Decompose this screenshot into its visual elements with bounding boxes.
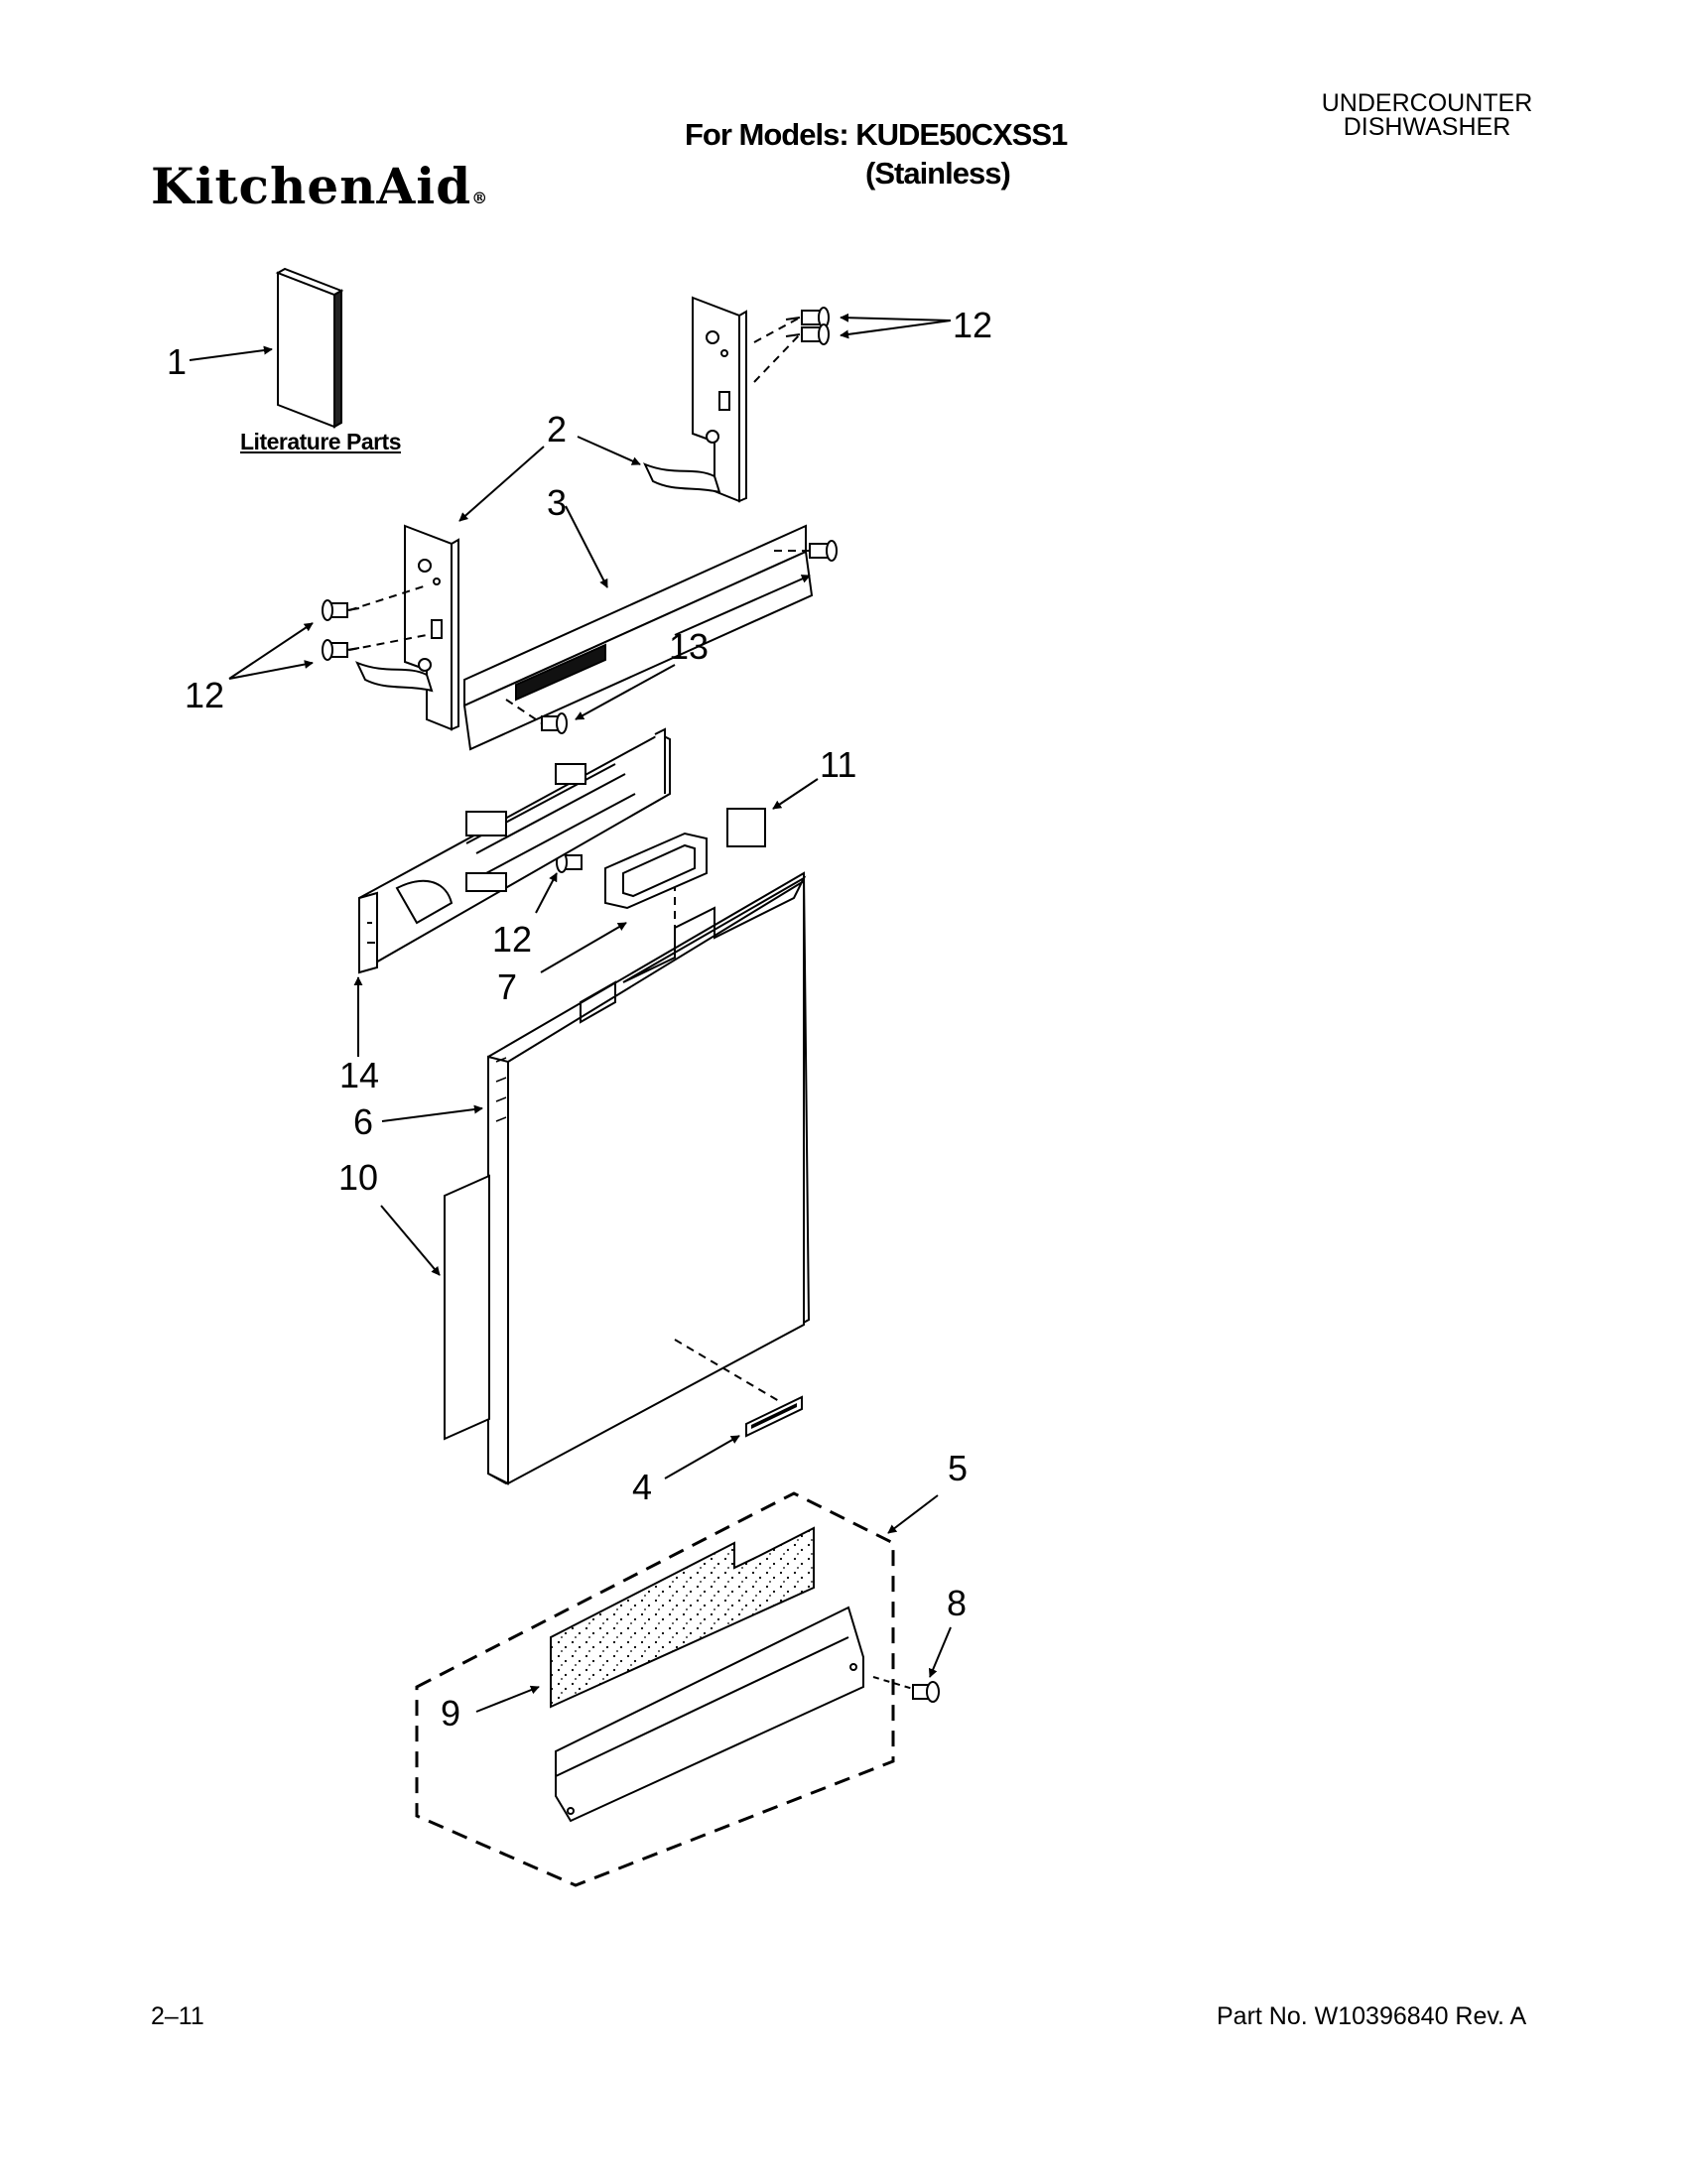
control-module: [357, 727, 671, 974]
control-panel-rail: [462, 524, 814, 751]
callout-1: 1: [167, 341, 188, 382]
toe-panel-screw: [912, 1681, 940, 1703]
screw-12-left-a: [322, 599, 360, 621]
screw-8-guide-line: [872, 1676, 914, 1690]
registered-mark: ®: [471, 189, 489, 207]
literature-booklet: [275, 267, 344, 429]
callout-8: 8: [947, 1583, 968, 1623]
callout-7: 7: [497, 966, 518, 1007]
screw-12-left-b: [322, 639, 360, 661]
screw-12-top-a: [785, 307, 830, 328]
mounting-bracket-right: [643, 296, 747, 503]
door-gasket: [444, 1174, 490, 1441]
brand-name: KitchenAid: [151, 157, 472, 215]
callout-6: 6: [353, 1101, 374, 1142]
product-type: UNDERCOUNTER DISHWASHER: [1308, 89, 1546, 141]
outer-door-panel: [487, 871, 811, 1485]
literature-parts-caption: Literature Parts: [240, 429, 402, 454]
door-handle: [604, 832, 708, 910]
callout-12-middle: 12: [492, 919, 533, 960]
screw-12-top-b: [785, 323, 830, 345]
toe-panel-assembly-outline: [415, 1491, 895, 1887]
seal-pad: [726, 808, 766, 847]
mounting-bracket-left: [355, 524, 459, 731]
callout-12-left: 12: [185, 675, 225, 715]
product-type-line2: DISHWASHER: [1343, 113, 1511, 141]
page-number: 2–11: [151, 2002, 204, 2030]
foam-insulation: [550, 1526, 815, 1709]
product-type-line1: UNDERCOUNTER: [1321, 89, 1533, 117]
callout-13: 13: [669, 626, 710, 667]
finish-label: (Stainless): [865, 156, 1011, 191]
callout-arrows: [189, 313, 952, 1713]
callout-4: 4: [632, 1467, 653, 1507]
callout-12-top: 12: [953, 305, 993, 345]
nameplate-badge: [745, 1395, 803, 1438]
callout-9: 9: [441, 1693, 461, 1734]
callout-11: 11: [820, 744, 857, 785]
callout-10: 10: [338, 1157, 379, 1198]
callout-3: 3: [547, 482, 568, 523]
toe-panel: [555, 1606, 864, 1823]
callout-5: 5: [948, 1448, 969, 1488]
callout-2: 2: [547, 409, 568, 450]
brand-logo: KitchenAid®: [151, 157, 488, 215]
part-number: Part No. W10396840 Rev. A: [1217, 2002, 1527, 2030]
screw-13-left: [541, 712, 568, 734]
callout-14: 14: [339, 1055, 380, 1095]
screw-13-right: [809, 540, 838, 562]
badge-guide-line: [674, 1339, 780, 1402]
models-label: For Models: KUDE50CXSS1: [685, 117, 1068, 152]
